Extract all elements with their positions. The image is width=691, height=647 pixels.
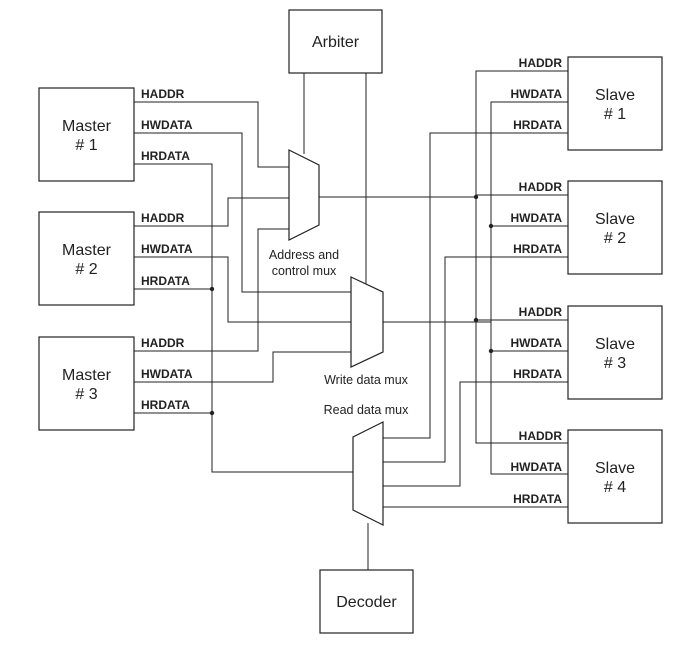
slave-1-block: Slave # 1 [567, 56, 663, 151]
m1-haddr-label: HADDR [141, 87, 185, 101]
junction-dot [473, 194, 479, 200]
wire-write-bus [383, 321, 568, 475]
s2-hwdata-label: HWDATA [510, 211, 562, 225]
master-3-number: # 3 [75, 386, 97, 403]
wire-s2-hrdata [383, 256, 568, 463]
s3-hwdata-label: HWDATA [510, 336, 562, 350]
m3-hrdata-label: HRDATA [141, 398, 190, 412]
address-mux-caption-line2: control mux [272, 264, 337, 278]
s2-haddr-label: HADDR [519, 180, 563, 194]
slave-4-number: # 4 [604, 479, 626, 496]
master-1-block: Master # 1 [38, 87, 135, 182]
wire-s1-hwdata [490, 101, 568, 322]
write-data-mux [350, 276, 384, 368]
m2-hwdata-label: HWDATA [141, 242, 193, 256]
slave-3-block: Slave # 3 [567, 305, 663, 400]
master-3-block: Master # 3 [38, 336, 135, 431]
read-data-mux [352, 421, 384, 526]
wire-m1-haddr [134, 101, 289, 168]
read-mux-caption: Read data mux [324, 403, 410, 417]
slave-1-number: # 1 [604, 106, 626, 123]
arbiter-block: Arbiter [288, 9, 383, 74]
s3-hrdata-label: HRDATA [513, 367, 562, 381]
m2-haddr-label: HADDR [141, 211, 185, 225]
wires [134, 70, 568, 570]
junction-dot [209, 410, 215, 416]
slave-4-block: Slave # 4 [567, 429, 663, 524]
s1-hwdata-label: HWDATA [510, 87, 562, 101]
write-mux-caption: Write data mux [324, 373, 409, 387]
master-2-title: Master [62, 242, 112, 259]
slave-3-number: # 3 [604, 355, 626, 372]
wire-m2-haddr [134, 197, 289, 227]
master-3-title: Master [62, 367, 112, 384]
m2-hrdata-label: HRDATA [141, 274, 190, 288]
wire-s3-hrdata [383, 381, 568, 487]
junction-dot [209, 286, 215, 292]
s4-haddr-label: HADDR [519, 429, 563, 443]
m1-hwdata-label: HWDATA [141, 118, 193, 132]
junction-dot [488, 223, 494, 229]
slave-3-title: Slave [595, 336, 635, 353]
wire-s1-haddr [475, 70, 568, 197]
wire-m3-hwdata [134, 351, 351, 383]
junction-dot [473, 317, 479, 323]
master-2-block: Master # 2 [38, 211, 135, 306]
s2-hrdata-label: HRDATA [513, 242, 562, 256]
s3-haddr-label: HADDR [519, 305, 563, 319]
arbiter-label: Arbiter [312, 34, 360, 51]
slave-2-number: # 2 [604, 230, 626, 247]
wire-s1-hrdata [383, 132, 568, 439]
decoder-block: Decoder [319, 569, 414, 634]
address-control-mux [288, 149, 320, 241]
s4-hwdata-label: HWDATA [510, 460, 562, 474]
master-1-number: # 1 [75, 137, 97, 154]
wire-m1-hwdata [134, 132, 351, 293]
junction-dot [488, 348, 494, 354]
s1-haddr-label: HADDR [519, 56, 563, 70]
master-1-title: Master [62, 118, 112, 135]
s4-hrdata-label: HRDATA [513, 492, 562, 506]
m3-hwdata-label: HWDATA [141, 367, 193, 381]
slave-4-title: Slave [595, 460, 635, 477]
slave-1-title: Slave [595, 87, 635, 104]
decoder-label: Decoder [336, 594, 397, 611]
master-2-number: # 2 [75, 261, 97, 278]
wire-m3-haddr [134, 228, 289, 352]
address-mux-caption-line1: Address and [269, 248, 339, 262]
wire-m1-hrdata [134, 163, 353, 473]
m1-hrdata-label: HRDATA [141, 149, 190, 163]
s1-hrdata-label: HRDATA [513, 118, 562, 132]
wire-m2-hwdata [134, 256, 351, 323]
slave-2-title: Slave [595, 211, 635, 228]
slave-2-block: Slave # 2 [567, 180, 663, 275]
m3-haddr-label: HADDR [141, 336, 185, 350]
